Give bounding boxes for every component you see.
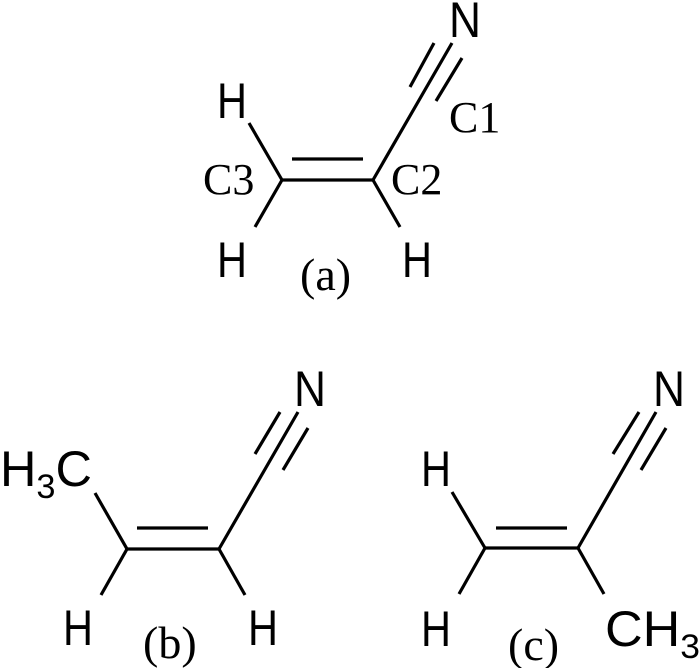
atom-h: H bbox=[421, 441, 451, 497]
atom-h: H bbox=[248, 600, 278, 656]
carbon-label-c3: C3 bbox=[203, 155, 254, 204]
bond-single-h-c3 bbox=[247, 122, 284, 181]
bond-triple-right-c-n bbox=[281, 427, 310, 471]
bond-single-c-h bbox=[99, 548, 129, 596]
bond-triple-right-c1-n bbox=[434, 57, 464, 102]
atom-n: N bbox=[449, 0, 481, 48]
bond-single-c-ch3 bbox=[576, 547, 606, 595]
bond-triple-left-c-n bbox=[611, 411, 641, 455]
panel-label-c: (c) bbox=[508, 619, 559, 668]
panel-label-a: (a) bbox=[300, 249, 351, 300]
bond-single-c-h bbox=[217, 548, 247, 596]
methyl-group: H3C bbox=[0, 441, 92, 506]
bond-triple-left-c1-n bbox=[408, 42, 436, 88]
bond-single-c-c bbox=[217, 411, 300, 550]
bond-single-c2-h bbox=[371, 179, 402, 228]
methyl-subscript: 3 bbox=[680, 628, 700, 666]
methyl-subscript: 3 bbox=[36, 468, 55, 506]
panel-label-b: (b) bbox=[143, 617, 197, 668]
atom-h: H bbox=[217, 232, 247, 288]
atom-h: H bbox=[63, 600, 93, 656]
bond-single-h-c bbox=[450, 491, 487, 549]
methyl-group: CH3 bbox=[605, 601, 700, 666]
atom-h: H bbox=[421, 601, 451, 657]
bond-single-c2-c1 bbox=[371, 42, 454, 181]
atom-h: H bbox=[217, 73, 247, 129]
bond-single-c-h bbox=[457, 547, 487, 595]
atom-n: N bbox=[294, 361, 326, 417]
atom-n: N bbox=[653, 361, 685, 417]
methyl-main: CH bbox=[605, 601, 680, 657]
atom-h: H bbox=[402, 232, 432, 288]
methyl-carbon: C bbox=[56, 441, 92, 497]
carbon-label-c2: C2 bbox=[391, 155, 442, 204]
bond-single-ch3-c bbox=[93, 492, 129, 550]
bond-single-c3-h bbox=[253, 179, 284, 228]
bond-triple-right-c-n bbox=[639, 427, 668, 471]
carbon-label-c1: C1 bbox=[449, 93, 500, 142]
molecule-c: N H H CH3 (c) bbox=[421, 361, 700, 668]
bond-single-c-c bbox=[576, 411, 658, 549]
methyl-main: H bbox=[0, 441, 36, 497]
bond-triple-left-c-n bbox=[253, 411, 282, 455]
